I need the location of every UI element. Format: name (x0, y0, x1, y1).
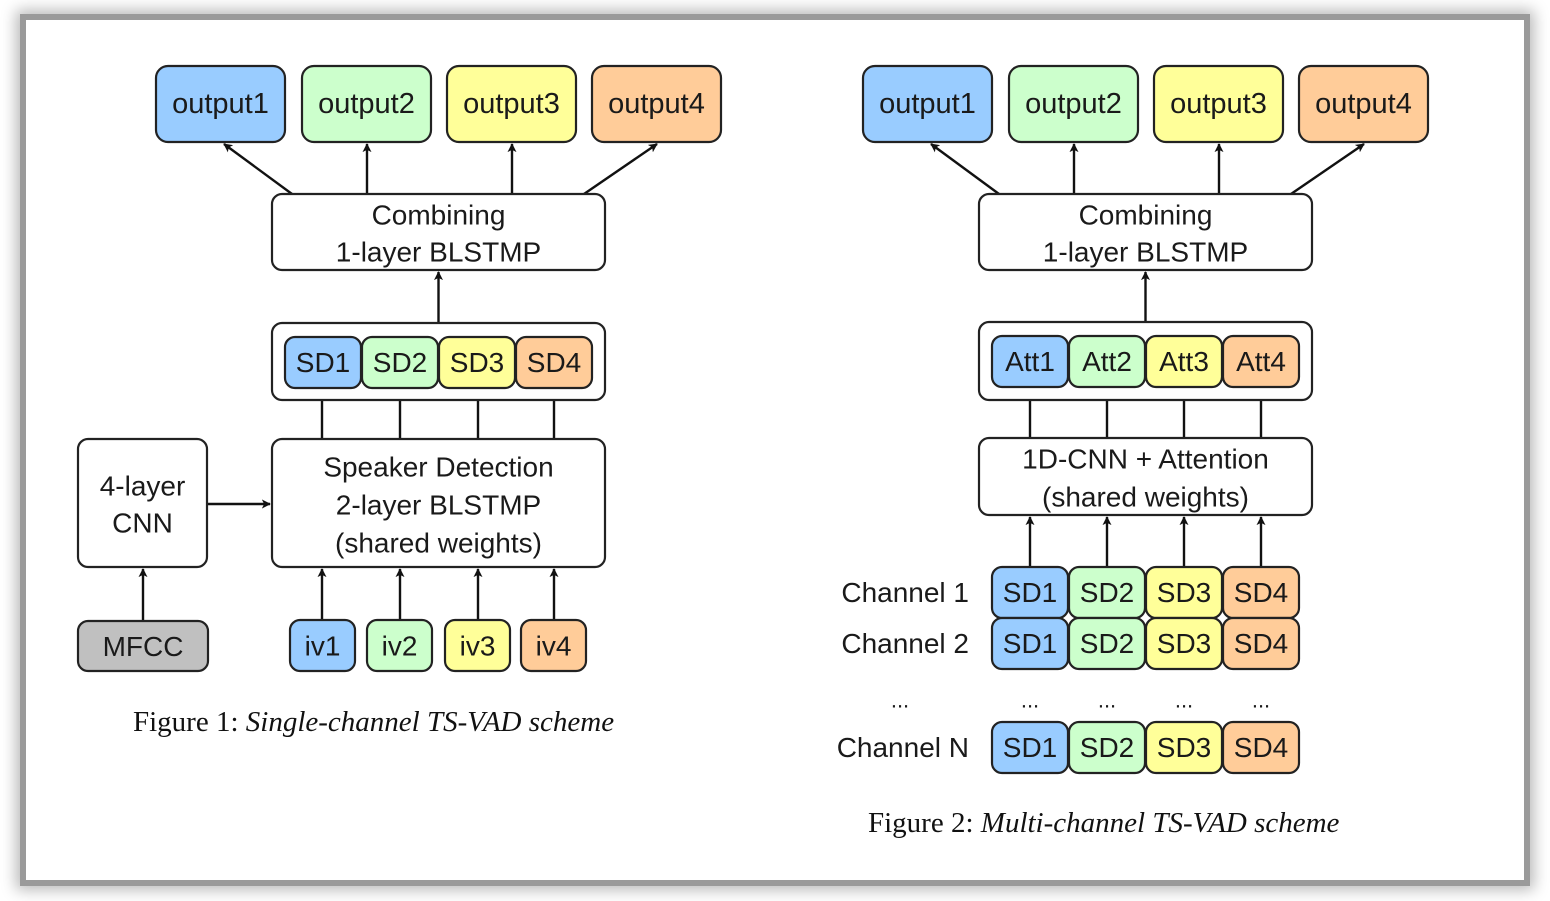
att-label-1: Att1 (1005, 346, 1055, 377)
channel-label-3: Channel N (837, 732, 969, 763)
ivector-box-4 (519, 618, 588, 673)
output-label-2: output2 (318, 88, 415, 120)
channel-2-sd-label-2: SD2 (1080, 628, 1134, 659)
ivector-label-4: iv4 (536, 631, 572, 662)
caption-prefix: Figure 1: (133, 706, 246, 738)
ellipsis-column-1: ... (1021, 688, 1039, 713)
channel-label-2: Channel 2 (841, 628, 969, 659)
output-box-4 (590, 64, 723, 144)
ivector-box-2 (365, 618, 434, 673)
channel-2-sd-label-3: SD3 (1157, 628, 1211, 659)
ivector-box-1 (288, 618, 357, 673)
sd-box-4 (514, 335, 594, 390)
ellipsis-channel-label: ... (891, 688, 909, 713)
cnn-attention-box (977, 436, 1314, 517)
figure-caption: Figure 1: Single-channel TS-VAD scheme (133, 706, 614, 738)
output-label-4: output4 (1315, 88, 1412, 120)
arrow-to-output-1 (930, 143, 1000, 195)
combining-label-line2: 1-layer BLSTMP (336, 237, 541, 268)
channel-3-sd-label-1: SD1 (1003, 732, 1057, 763)
speaker-detection-line1: Speaker Detection (323, 452, 553, 483)
arrow-to-output-4 (583, 143, 658, 195)
sd-label-3: SD3 (450, 347, 504, 378)
channel-1-sd-label-2: SD2 (1080, 577, 1134, 608)
mfcc-box (76, 619, 210, 673)
output-label-1: output1 (172, 88, 269, 120)
combining-label-line1: Combining (1079, 200, 1213, 231)
channel-2-sd-label-1: SD1 (1003, 628, 1057, 659)
output-label-3: output3 (1170, 88, 1267, 120)
cnn-attention-line1: 1D-CNN + Attention (1022, 444, 1269, 475)
caption-prefix: Figure 2: (868, 807, 981, 839)
caption-title: Single-channel TS-VAD scheme (246, 706, 614, 738)
channel-2-sd-label-4: SD4 (1234, 628, 1288, 659)
combining-box (977, 192, 1314, 272)
att-box-4 (1221, 334, 1301, 389)
att-label-2: Att2 (1082, 346, 1132, 377)
output-label-3: output3 (463, 88, 560, 120)
arrow-to-output-4 (1290, 143, 1365, 195)
caption-title: Multi-channel TS-VAD scheme (980, 807, 1340, 839)
ellipsis-column-3: ... (1175, 688, 1193, 713)
output-label-4: output4 (608, 88, 705, 120)
output-box-1 (154, 64, 287, 144)
output-box-1 (861, 64, 994, 144)
cnn-label-line1: 4-layer (100, 471, 186, 502)
boxes-layer (76, 64, 1430, 775)
ellipsis-column-2: ... (1098, 688, 1116, 713)
combining-label-line1: Combining (372, 200, 506, 231)
sd-label-1: SD1 (296, 347, 350, 378)
ivector-box-3 (443, 618, 512, 673)
cnn-box (76, 437, 209, 569)
output-box-3 (1152, 64, 1285, 144)
channel-1-sd-label-1: SD1 (1003, 577, 1057, 608)
figure-caption: Figure 2: Multi-channel TS-VAD scheme (868, 807, 1340, 839)
channel-3-sd-label-3: SD3 (1157, 732, 1211, 763)
output-box-2 (300, 64, 433, 144)
arrow-to-output-1 (223, 143, 293, 195)
speaker-detection-line2: 2-layer BLSTMP (336, 490, 541, 521)
output-box-3 (445, 64, 578, 144)
sd-label-2: SD2 (373, 347, 427, 378)
ivector-label-3: iv3 (460, 631, 496, 662)
channel-1-sd-label-4: SD4 (1234, 577, 1288, 608)
channel-3-sd-box-4 (1221, 720, 1301, 775)
speaker-detection-line3: (shared weights) (335, 528, 542, 559)
ivector-label-1: iv1 (305, 631, 341, 662)
output-label-2: output2 (1025, 88, 1122, 120)
output-box-4 (1297, 64, 1430, 144)
cnn-attention-line2: (shared weights) (1042, 482, 1249, 513)
output-box-2 (1007, 64, 1140, 144)
ivector-label-2: iv2 (382, 631, 418, 662)
sd-label-4: SD4 (527, 347, 581, 378)
ellipsis-column-4: ... (1252, 688, 1270, 713)
speaker-detection-box (270, 437, 607, 569)
combining-label-line2: 1-layer BLSTMP (1043, 237, 1248, 268)
att-label-4: Att4 (1236, 346, 1286, 377)
att-label-3: Att3 (1159, 346, 1209, 377)
combining-box (270, 192, 607, 272)
channel-2-sd-box-4 (1221, 616, 1301, 671)
channel-1-sd-label-3: SD3 (1157, 577, 1211, 608)
cnn-label-line2: CNN (112, 508, 173, 539)
channel-3-sd-label-4: SD4 (1234, 732, 1288, 763)
arrows-layer (138, 143, 1365, 621)
channel-3-sd-label-2: SD2 (1080, 732, 1134, 763)
output-label-1: output1 (879, 88, 976, 120)
mfcc-label: MFCC (103, 631, 184, 662)
channel-label-1: Channel 1 (841, 577, 969, 608)
